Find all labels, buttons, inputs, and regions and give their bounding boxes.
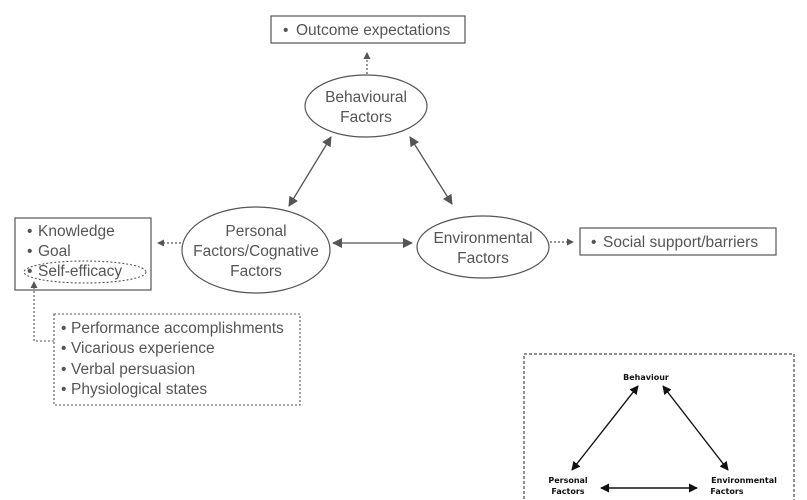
self-efficacy-bullet: • — [27, 263, 32, 280]
goal-bullet: • — [27, 243, 32, 260]
environmental-line-1: Environmental — [433, 230, 532, 247]
arrow-behavioural-environmental — [409, 136, 453, 205]
behavioural-line-2: Factors — [340, 109, 392, 126]
social-bullet: • — [591, 234, 596, 251]
outcome-bullet: • — [283, 22, 288, 39]
personal-line-1: Personal — [225, 223, 286, 240]
inset-environmental-line-2: Factors — [710, 487, 743, 496]
behavioural-factors-node: Behavioural Factors — [304, 74, 428, 138]
outcome-expectations-box: • Outcome expectations — [270, 15, 466, 44]
personal-factors-node: Personal Factors/Cognative Factors — [181, 206, 331, 294]
knowledge-bullet: • — [27, 223, 32, 240]
personal-attributes-box: • Knowledge • Goal • Self-efficacy — [14, 217, 152, 291]
arrow-behavioural-personal — [288, 136, 332, 207]
source-2-bullet: • — [61, 340, 66, 357]
source-4-bullet: • — [61, 381, 66, 398]
environmental-line-2: Factors — [457, 250, 509, 267]
source-4-label: Physiological states — [71, 381, 207, 398]
social-label: Social support/barriers — [603, 234, 758, 251]
efficacy-sources-box: • Performance accomplishments • Vicariou… — [53, 313, 301, 406]
inset-triad-diagram: Behaviour Personal Factors Environmental… — [523, 353, 795, 500]
environmental-factors-node: Environmental Factors — [416, 215, 550, 279]
outcome-label: Outcome expectations — [296, 22, 450, 39]
inset-behaviour-label: Behaviour — [623, 373, 669, 382]
inset-personal-line-2: Factors — [551, 487, 584, 496]
source-1-bullet: • — [61, 320, 66, 337]
inset-environmental-line-1: Environmental — [711, 476, 777, 485]
efficacy-sources-connector — [30, 281, 54, 342]
inset-arrow-behaviour-personal — [571, 385, 639, 471]
behavioural-line-1: Behavioural — [325, 89, 407, 106]
social-support-box: • Social support/barriers — [579, 227, 777, 256]
personal-line-2: Factors/Cognative — [193, 243, 319, 260]
source-1-label: Performance accomplishments — [71, 320, 284, 337]
inset-arrow-behaviour-environmental — [662, 385, 729, 471]
source-3-bullet: • — [61, 361, 66, 378]
self-efficacy-label: Self-efficacy — [38, 263, 122, 280]
inset-personal-line-1: Personal — [548, 476, 588, 485]
personal-line-3: Factors — [230, 263, 282, 280]
knowledge-label: Knowledge — [38, 223, 115, 240]
self-efficacy-highlight — [23, 260, 147, 284]
goal-label: Goal — [38, 243, 71, 260]
source-3-label: Verbal persuasion — [71, 361, 195, 378]
source-2-label: Vicarious experience — [71, 340, 215, 357]
